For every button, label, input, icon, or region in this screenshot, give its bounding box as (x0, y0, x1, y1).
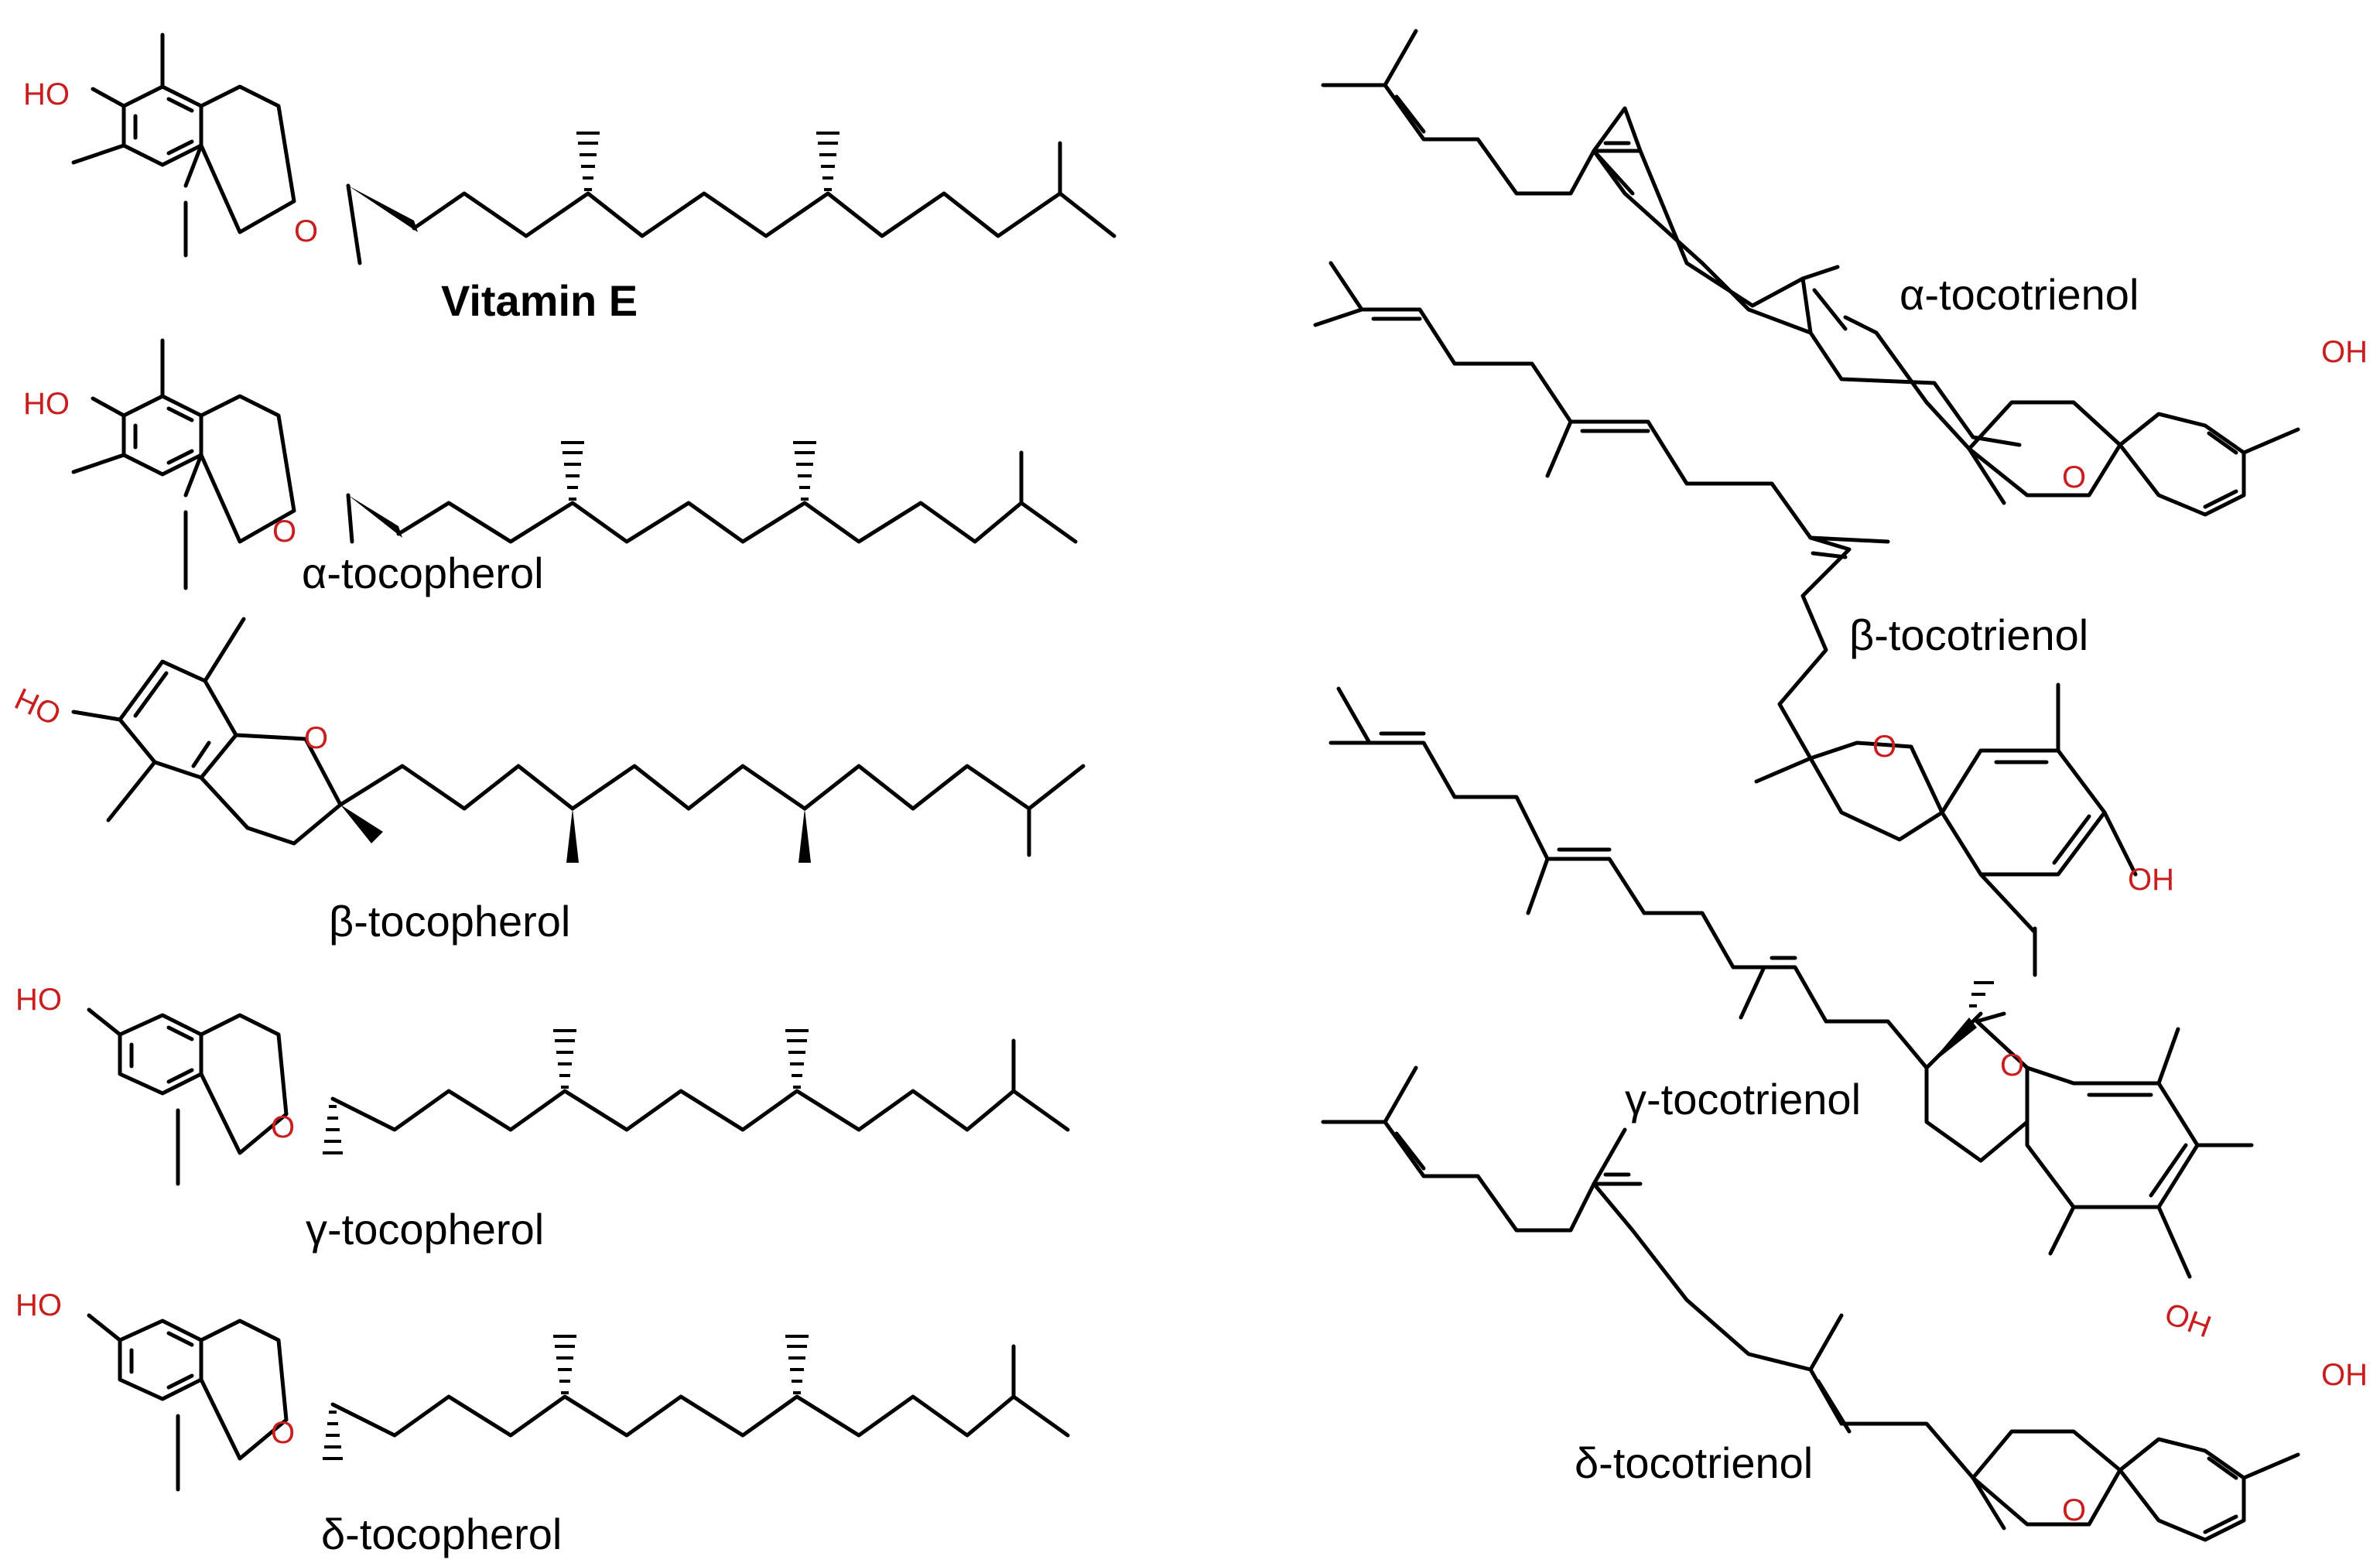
molecule-gamma-tocopherol: HO O γ-tocopherol (15, 983, 1070, 1253)
ring-oxygen-label: O (2000, 1048, 2024, 1082)
ring-oxygen-label: O (2062, 1493, 2086, 1527)
ring-oxygen-label: O (294, 214, 318, 248)
molecule-vitamin-e: HO O Vitamin E (23, 32, 1116, 325)
hydroxyl-label: HO (9, 682, 66, 732)
ring-oxygen-label: O (304, 721, 328, 755)
hydroxyl-label: HO (15, 983, 62, 1017)
molecule-delta-tocotrienol: OH O δ-tocotrienol (1321, 1065, 2368, 1542)
name-gamma-tocotrienol: γ-tocotrienol (1625, 1075, 1861, 1124)
hydroxyl-label: HO (15, 1288, 62, 1322)
hydroxyl-label: OH (2321, 1358, 2368, 1392)
molecule-gamma-tocotrienol: OH O γ-tocotrienol (1328, 686, 2254, 1345)
name-beta-tocopherol: β-tocopherol (329, 897, 570, 946)
name-alpha-tocopherol: α-tocopherol (302, 549, 544, 597)
hydroxyl-label: HO (23, 77, 70, 111)
chromanol-ring (71, 32, 296, 258)
molecule-delta-tocopherol: HO O δ-tocopherol (15, 1288, 1070, 1558)
ring-oxygen-label: O (1872, 730, 1896, 764)
hydroxyl-label: HO (23, 387, 70, 421)
molecule-alpha-tocopherol: HO O α-tocopherol (23, 338, 1078, 597)
molecule-alpha-tocotrienol: OH O α-tocotrienol (1321, 29, 2368, 517)
ring-oxygen-label: O (271, 1110, 295, 1144)
hydroxyl-label: OH (2128, 863, 2174, 897)
ring-oxygen-label: O (271, 1416, 295, 1450)
hydroxyl-label: OH (2321, 335, 2368, 369)
name-vitamin-e: Vitamin E (441, 276, 638, 325)
phytyl-tail (412, 191, 1116, 238)
name-alpha-tocotrienol: α-tocotrienol (1900, 270, 2139, 319)
molecule-beta-tocopherol: HO O β-tocopherol (9, 617, 1086, 946)
name-beta-tocotrienol: β-tocotrienol (1849, 610, 2088, 659)
ring-oxygen-label: O (272, 515, 296, 549)
hydroxyl-label: OH (2160, 1297, 2215, 1345)
ring-oxygen-label: O (2062, 460, 2086, 494)
molecule-beta-tocotrienol: OH O β-tocotrienol (1313, 261, 2174, 977)
name-delta-tocopherol: δ-tocopherol (321, 1510, 562, 1558)
name-delta-tocotrienol: δ-tocotrienol (1575, 1438, 1813, 1487)
name-gamma-tocopherol: γ-tocopherol (306, 1205, 544, 1253)
